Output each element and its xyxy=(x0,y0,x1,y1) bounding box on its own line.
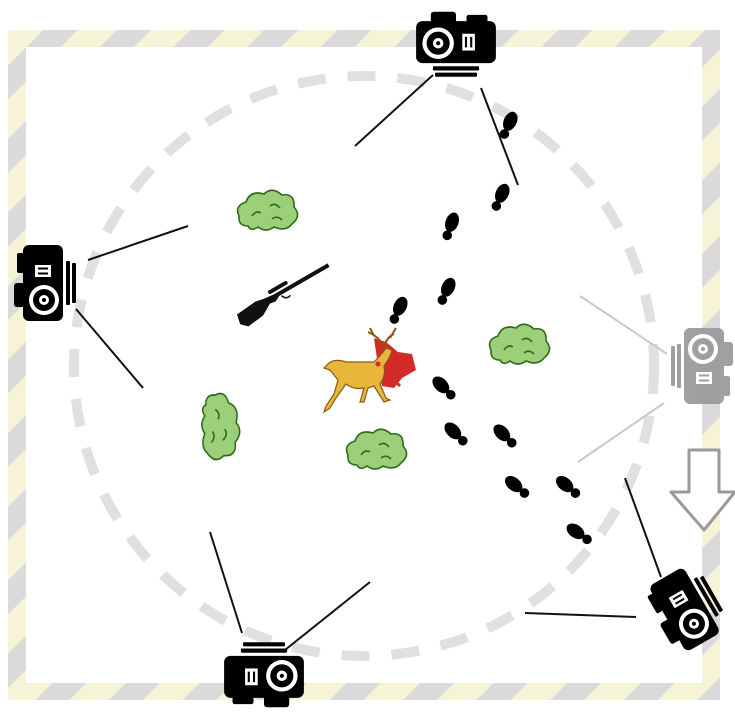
camera-icon xyxy=(416,11,496,77)
sight-line xyxy=(284,581,371,651)
bush-icon xyxy=(236,189,299,231)
footprint-icon xyxy=(563,520,595,548)
sight-line xyxy=(624,477,662,578)
sight-line xyxy=(209,531,243,634)
camera-icon xyxy=(14,245,76,321)
deer-icon xyxy=(322,327,416,414)
cameras xyxy=(14,11,733,708)
sight-lines xyxy=(75,74,668,651)
bush-icon xyxy=(488,323,551,365)
footprint-icon xyxy=(434,275,459,308)
footprint-icon xyxy=(501,472,533,502)
bush-icon xyxy=(345,428,408,470)
arrow-down-icon xyxy=(669,448,735,532)
sight-line-faded xyxy=(579,295,668,355)
sight-line-faded xyxy=(577,402,665,463)
sight-line xyxy=(354,74,434,147)
footprint-icon xyxy=(488,181,513,214)
sight-line xyxy=(75,308,144,389)
sight-line xyxy=(87,225,189,261)
footprint-icon xyxy=(439,210,462,243)
bush-icon xyxy=(201,392,241,461)
camera-icon-faded xyxy=(671,328,733,404)
footprint-icon xyxy=(490,421,520,451)
rifle-icon xyxy=(236,263,330,327)
footprint-icon xyxy=(386,294,411,327)
footprints xyxy=(386,109,595,548)
footprint-icon xyxy=(552,472,584,502)
trail-circle xyxy=(69,71,659,661)
footprint-icon xyxy=(429,373,459,403)
sight-line xyxy=(524,612,637,618)
footprint-icon xyxy=(441,419,471,449)
sight-line xyxy=(480,87,519,186)
